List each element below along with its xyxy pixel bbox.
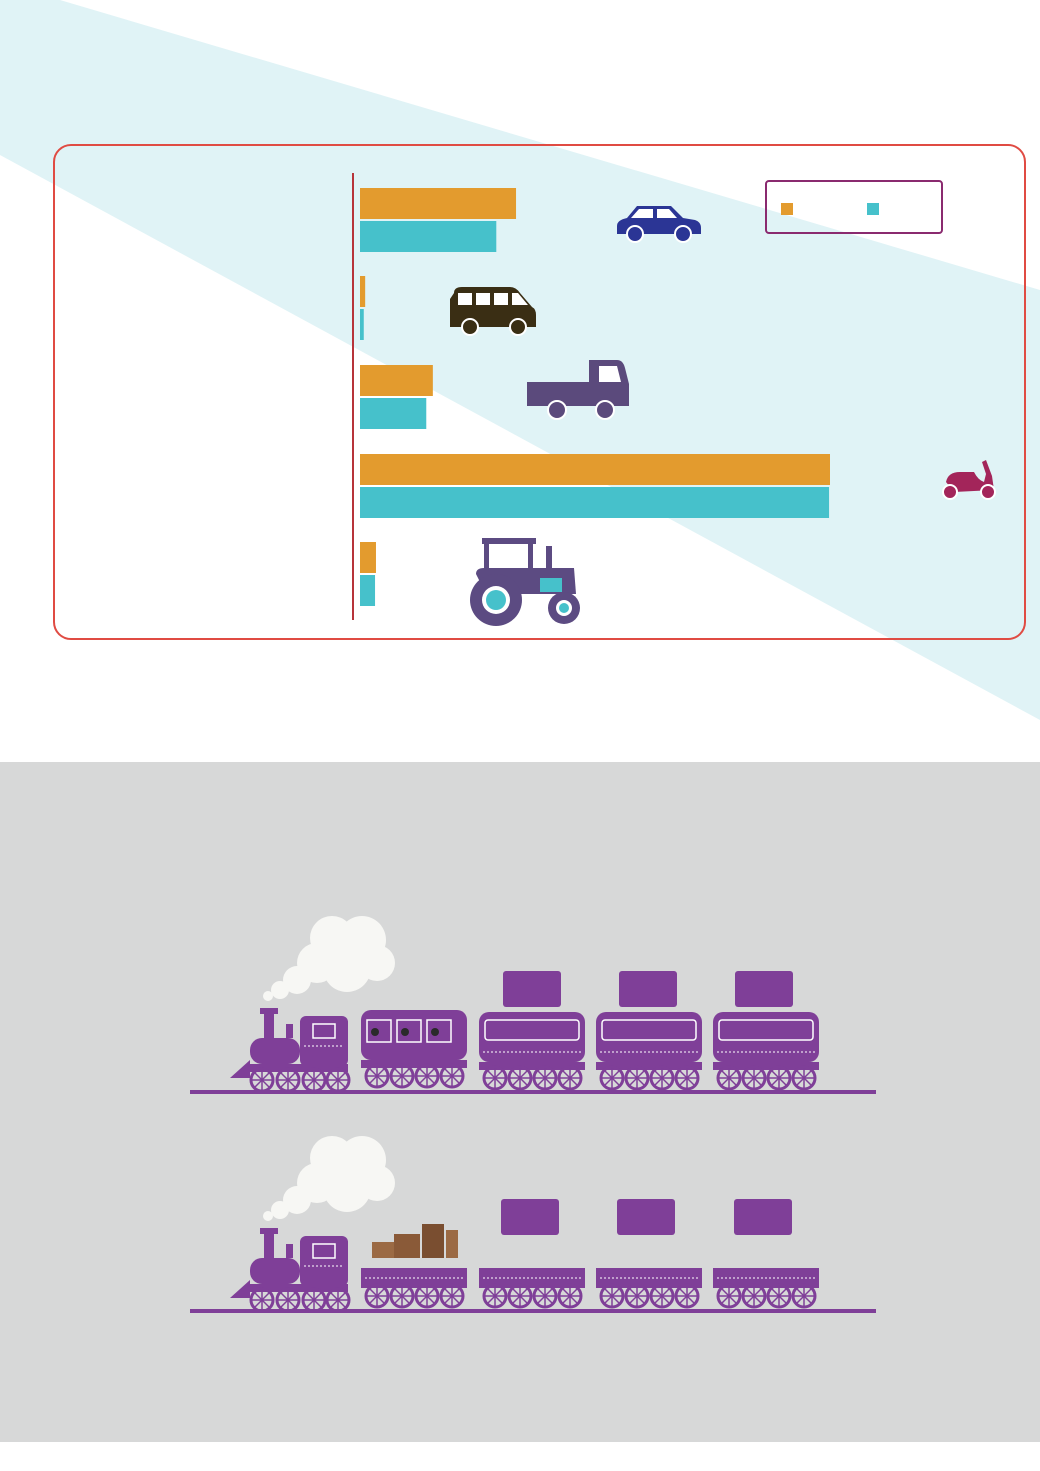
trains-illustration [190, 916, 876, 1313]
locomotive [230, 1228, 349, 1311]
flatcar [361, 1268, 467, 1307]
covered-wagon [479, 1012, 585, 1089]
bar-motorcycle-series-1 [360, 454, 830, 485]
bar-car-series-1 [360, 188, 517, 219]
smoke-cloud [263, 916, 395, 1001]
legend-swatch-a [781, 203, 793, 215]
cargo-label-box [501, 1199, 559, 1235]
flatcar [596, 1268, 702, 1307]
bar-tractor-series-1 [360, 542, 376, 573]
truck-icon [527, 360, 629, 420]
cargo-label-box [734, 1199, 792, 1235]
bars-group [360, 188, 830, 606]
covered-wagon [596, 1012, 702, 1089]
flatcar [713, 1268, 819, 1307]
legend-swatch-b [867, 203, 879, 215]
bar-motorcycle-series-2 [360, 487, 830, 518]
covered-wagon [713, 1012, 819, 1089]
rail-track [190, 1309, 876, 1313]
van-icon [450, 287, 536, 336]
cargo-label-box [619, 971, 677, 1007]
bar-truck-series-1 [360, 365, 433, 396]
cargo-crates [372, 1224, 458, 1258]
cargo-label-box [503, 971, 561, 1007]
flatcar [479, 1268, 585, 1307]
chart-frame [53, 144, 1026, 640]
passenger-train [190, 916, 876, 1094]
bar-van-series-2 [360, 309, 364, 340]
cargo-label-box [617, 1199, 675, 1235]
bar-tractor-series-2 [360, 575, 376, 606]
locomotive [230, 1008, 349, 1091]
diagonal-band [0, 0, 1040, 720]
bar-truck-series-2 [360, 398, 427, 429]
car-icon [617, 206, 701, 243]
scooter-icon [942, 460, 996, 500]
trains-panel [0, 762, 1040, 1442]
cargo-label-box [735, 971, 793, 1007]
legend-entry-a [781, 203, 801, 215]
passenger-coach [361, 1010, 467, 1087]
smoke-cloud [263, 1136, 395, 1221]
tractor-icon [470, 538, 580, 626]
freight-train [190, 1136, 876, 1313]
bar-car-series-2 [360, 221, 497, 252]
chart-legend [765, 180, 943, 234]
bar-van-series-1 [360, 276, 366, 307]
bar-chart [352, 173, 996, 626]
legend-entry-b [867, 203, 887, 215]
rail-track [190, 1090, 876, 1094]
